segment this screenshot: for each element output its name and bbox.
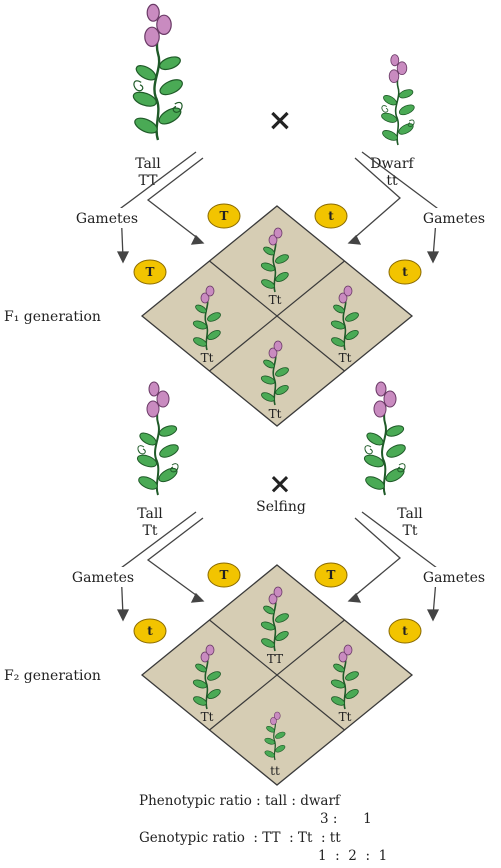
gamete-arrows-right-2	[347, 511, 440, 622]
gametes-label-left-2: Gametes	[72, 570, 134, 586]
cross-1: × Tall TT Dwarf tt Gametes Gametes T	[4, 3, 500, 427]
punnett-grid-f2: TT Tt Tt tt	[140, 564, 414, 786]
selfing-label: Selfing	[256, 499, 306, 515]
gamete-side-left-2: t	[133, 618, 167, 644]
parent-right-phenotype-2: Tall	[397, 506, 423, 522]
parent-right-genotype: tt	[386, 173, 398, 189]
genotypic-ratio-line: Genotypic ratio : TT : Tt : tt	[139, 830, 341, 846]
genotypic-ratio-values: 1 : 2 : 1	[318, 848, 387, 864]
tall-plant-icon	[130, 3, 186, 142]
gamete-top-right-2: T	[314, 562, 348, 588]
svg-text:t: t	[147, 624, 153, 638]
gamete-top-right: t	[314, 203, 348, 229]
gametes-label-right: Gametes	[423, 211, 485, 227]
punnett-grid-f1: Tt Tt Tt Tt	[140, 205, 414, 427]
cross-symbol: ×	[267, 103, 292, 138]
gamete-top-left-2: T	[207, 562, 241, 588]
f1-cell-top: Tt	[269, 293, 282, 307]
gametes-label-left: Gametes	[76, 211, 138, 227]
gamete-arrows-left-2	[116, 511, 205, 622]
gamete-top-left: T	[207, 203, 241, 229]
parent-right-genotype-2: Tt	[403, 523, 418, 539]
phenotypic-ratio-line: Phenotypic ratio : tall : dwarf	[139, 793, 341, 809]
f2-cell-top: TT	[267, 652, 283, 666]
svg-text:T: T	[220, 209, 229, 223]
f2-generation-label: F₂ generation	[4, 668, 101, 684]
svg-text:T: T	[220, 568, 229, 582]
f1-cell-right: Tt	[339, 351, 352, 365]
gamete-side-left: T	[133, 259, 167, 285]
svg-text:t: t	[402, 265, 408, 279]
dwarf-plant-icon	[379, 53, 417, 146]
svg-text:t: t	[328, 209, 334, 223]
f2-cell-right: Tt	[339, 710, 352, 724]
ratios: Phenotypic ratio : tall : dwarf 3 : 1 Ge…	[139, 793, 387, 864]
f2-cell-bottom: tt	[270, 764, 280, 778]
f1-generation-label: F₁ generation	[4, 309, 101, 325]
svg-text:T: T	[327, 568, 336, 582]
parent-right-phenotype: Dwarf	[370, 156, 415, 172]
f1-cell-bottom: Tt	[269, 407, 282, 421]
f1-cell-left: Tt	[201, 351, 214, 365]
gamete-side-right: t	[388, 259, 422, 285]
tall-plant-left-icon	[134, 381, 182, 496]
parent-left-phenotype: Tall	[135, 156, 161, 172]
parent-left-genotype-2: Tt	[143, 523, 158, 539]
gamete-arrows-right	[347, 151, 440, 264]
phenotypic-ratio-values: 3 : 1	[320, 811, 372, 827]
parent-left-genotype: TT	[139, 173, 159, 189]
cross-2: × Selfing Tall Tt Tall Tt Gametes Gamete…	[4, 381, 500, 786]
cross-symbol-2: ×	[268, 467, 291, 500]
svg-text:t: t	[402, 624, 408, 638]
gametes-label-right-2: Gametes	[423, 570, 485, 586]
f2-cell-left: Tt	[201, 710, 214, 724]
gamete-side-right-2: t	[388, 618, 422, 644]
parent-left-phenotype-2: Tall	[137, 506, 163, 522]
tall-plant-right-icon	[361, 381, 409, 496]
svg-text:T: T	[146, 265, 155, 279]
